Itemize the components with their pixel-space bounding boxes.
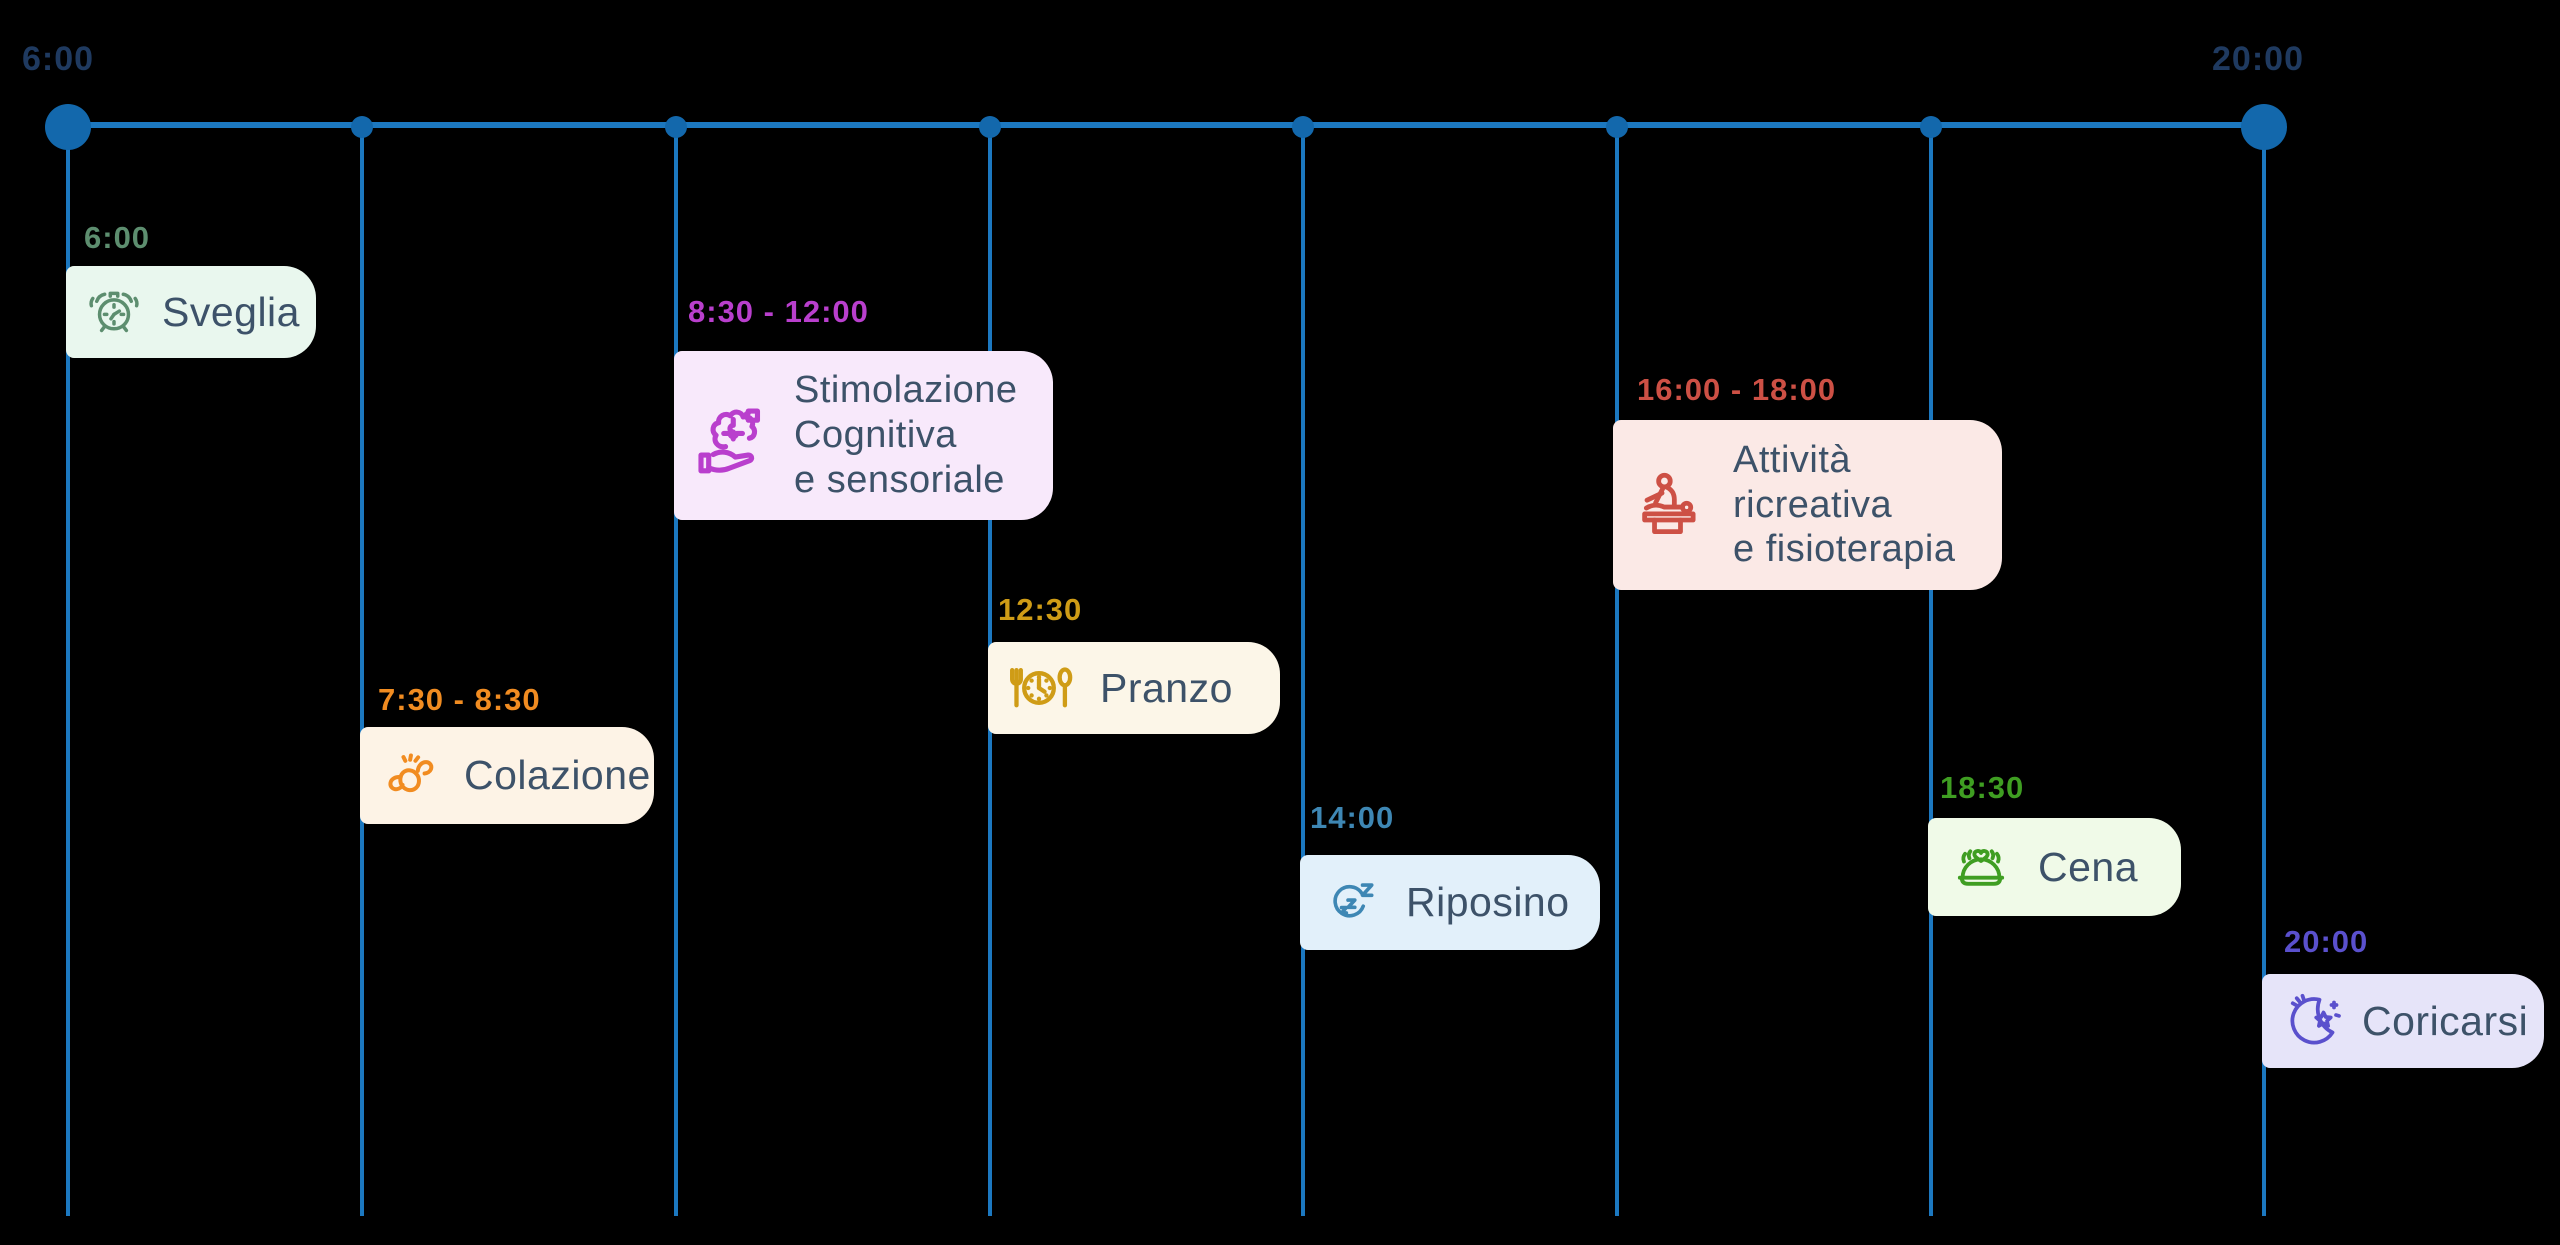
event-card: Sveglia	[66, 266, 316, 358]
timeline-dot	[665, 116, 687, 138]
event-time-label: 20:00	[2284, 924, 2369, 959]
event-label: Colazione	[464, 752, 651, 799]
event-card: Pranzo	[988, 642, 1280, 734]
timeline-vertical-line	[66, 127, 70, 1216]
event-card: Stimolazione Cognitiva e sensoriale	[674, 351, 1053, 520]
timeline-dot	[351, 116, 373, 138]
timeline-dot	[1920, 116, 1942, 138]
timeline-dot	[45, 104, 91, 150]
event-label: Sveglia	[162, 288, 300, 335]
alarm-clock-icon	[86, 284, 142, 340]
event-label: Stimolazione Cognitiva e sensoriale	[794, 369, 1018, 501]
meal-clock-icon	[1002, 651, 1076, 725]
timeline-vertical-line	[1929, 127, 1933, 1216]
croissant-icon	[380, 744, 444, 808]
sleep-zzz-icon	[1320, 874, 1378, 932]
event-time-label: 7:30 - 8:30	[378, 682, 541, 717]
dinner-cloche-icon	[1948, 834, 2014, 900]
event-label: Coricarsi	[2362, 997, 2529, 1044]
timeline-dot	[979, 116, 1001, 138]
event-card: Cena	[1928, 818, 2181, 916]
timeline-line	[68, 122, 2264, 128]
axis-start-label: 6:00	[22, 40, 95, 78]
brain-puzzle-hand-icon	[690, 392, 778, 480]
timeline-vertical-line	[2262, 127, 2266, 1216]
event-time-label: 8:30 - 12:00	[688, 294, 869, 329]
event-time-label: 6:00	[84, 220, 151, 255]
physiotherapy-icon	[1633, 464, 1715, 546]
timeline-dot	[2241, 104, 2287, 150]
timeline-dot	[1292, 116, 1314, 138]
timeline-vertical-line	[674, 127, 678, 1216]
moon-stars-icon	[2282, 991, 2342, 1051]
event-label: Cena	[2038, 843, 2139, 890]
timeline-dot	[1606, 116, 1628, 138]
event-card: Attività ricreativa e fisioterapia	[1613, 420, 2002, 590]
timeline-vertical-line	[1615, 127, 1619, 1216]
event-time-label: 16:00 - 18:00	[1637, 372, 1837, 407]
timeline-vertical-line	[1301, 127, 1305, 1216]
event-card: Coricarsi	[2262, 974, 2544, 1068]
event-time-label: 14:00	[1310, 800, 1395, 835]
axis-end-label: 20:00	[2212, 40, 2304, 78]
timeline-vertical-line	[360, 127, 364, 1216]
event-label: Attività ricreativa e fisioterapia	[1733, 438, 1956, 571]
event-label: Pranzo	[1100, 664, 1233, 711]
event-label: Riposino	[1406, 879, 1570, 926]
event-card: Colazione	[360, 727, 654, 824]
event-time-label: 18:30	[1940, 770, 2025, 805]
event-time-label: 12:30	[998, 592, 1083, 627]
event-card: Riposino	[1300, 855, 1600, 950]
